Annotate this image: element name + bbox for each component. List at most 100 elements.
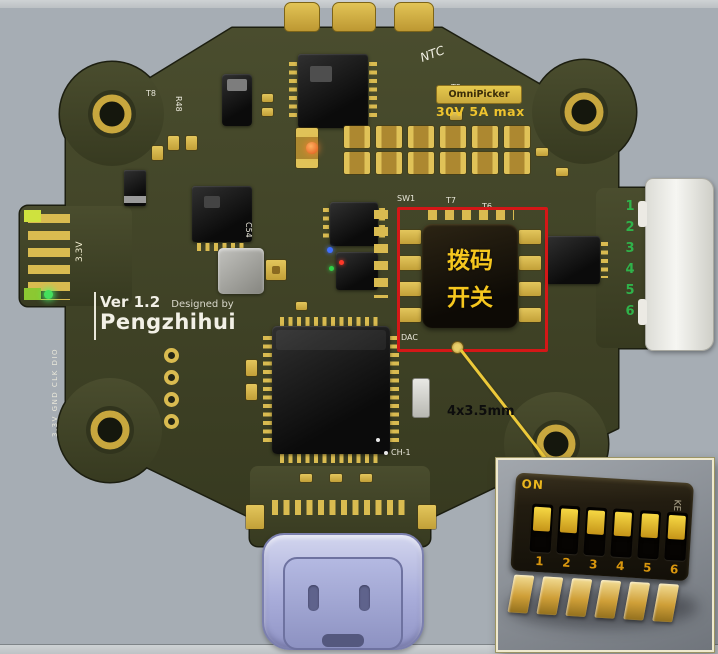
dip-side-pad [399,230,421,244]
gold-component-center [272,266,280,274]
top-solder-tab [284,2,320,32]
dip-number: 4 [615,558,625,574]
usb-notch [322,634,364,647]
mcu-chip [272,326,390,454]
inductor [218,248,264,294]
qfn-chip [330,202,378,246]
mounting-holes [86,88,608,468]
ic-pins [369,62,377,120]
via-pad [452,342,463,353]
capacitor [376,126,402,148]
smd-pad [556,168,568,176]
ic-die [204,196,220,208]
dip-pin [507,574,535,614]
red-led [339,260,344,265]
led-pad [24,210,41,222]
capacitor-top [227,79,247,91]
designed-by-label: Designed by [171,299,234,310]
capacitor [504,126,530,148]
diode-band [124,196,146,203]
dip-number: 1 [534,553,545,569]
silk-label-t7: T7 [446,196,456,205]
dip-top-pads [428,210,514,220]
dip-pin [565,578,593,617]
test-pad [164,414,179,429]
usb-slot [308,585,319,611]
smd-pad [262,108,273,116]
version-block: Ver 1.2 Designed by [100,292,234,311]
green-led [44,290,53,299]
capacitor [440,126,466,148]
dip-number: 5 [642,560,652,575]
left-tab-pads [28,214,70,300]
silk-label-t8: T8 [146,89,156,98]
connector-pin-number: 5 [625,283,635,298]
inset-dip-switch: ON KE 1 2 3 4 5 6 [498,460,711,632]
diode [124,170,146,206]
ic-chip [298,54,368,128]
silk-label-t6: T6 [482,202,492,211]
dip-slider [559,508,579,534]
connector-pin-number: 2 [625,220,635,235]
dimension-label: 4x3.5mm [447,404,515,419]
mcu-sheen [276,330,386,350]
usb-mount-pad [246,505,264,529]
smd-pad [360,474,372,482]
usb-pin-row [272,500,410,515]
dip-slider [532,506,552,532]
smd-pad [246,360,257,376]
silk-label-ch1: CH-1 [391,448,411,457]
silk-label-3v3: 3.3V [75,241,85,262]
dip-slider [667,514,686,540]
inset-side-label: KE [671,499,682,512]
silk-label-dac: DAC [401,333,418,342]
capacitor [472,152,498,174]
red-annotation-box [397,207,548,352]
ic-die [310,66,332,82]
smd-pad [536,148,548,156]
dip-side-pad [519,230,541,244]
dip-side-pad [399,282,421,296]
ic-pins [601,242,608,278]
blue-led [327,247,333,253]
inset-photo: ON KE 1 2 3 4 5 6 [496,458,714,652]
dip-slider [586,509,606,535]
usb-c-connector [262,533,424,650]
silk-label-c54: C54 [244,222,253,238]
silk-label-swd: 3.3V GND CLK DIO [51,348,59,437]
dip-side-pad [399,256,421,270]
connector-latch [638,201,647,227]
dip-pin [623,581,651,621]
capacitor [376,152,402,174]
dip-number: 6 [669,562,679,577]
dip-pin [536,576,564,616]
dip-number: 3 [588,557,598,572]
dip-switch-body: 拨码 开关 [422,224,518,328]
dip-pin [652,583,680,623]
capacitor [344,126,370,148]
smd-pad [330,474,342,482]
smd-pad [246,384,257,400]
silk-border-line [94,292,96,340]
inset-dip-body: ON KE 1 2 3 4 5 6 [510,472,694,582]
brand-badge: OmniPicker [436,85,522,104]
dip-pocket [556,505,581,555]
test-pad [164,370,179,385]
mcu-pins-right [390,336,399,442]
dip-pocket [529,503,554,553]
smd-pad [296,302,307,310]
capacitor [472,126,498,148]
jst-connector [638,178,714,351]
usb-slot [359,585,370,611]
led-pad [24,288,41,300]
qfn-chip [336,252,378,290]
dip-side-pad [519,308,541,322]
dip-side-pad [519,256,541,270]
green-led [329,266,334,271]
dip-pocket [610,508,635,558]
smd-pad [152,146,163,160]
version-label: Ver 1.2 [100,293,161,311]
silk-label-sw1: SW1 [397,194,416,203]
rating-label: 30V 5A max [436,104,525,119]
